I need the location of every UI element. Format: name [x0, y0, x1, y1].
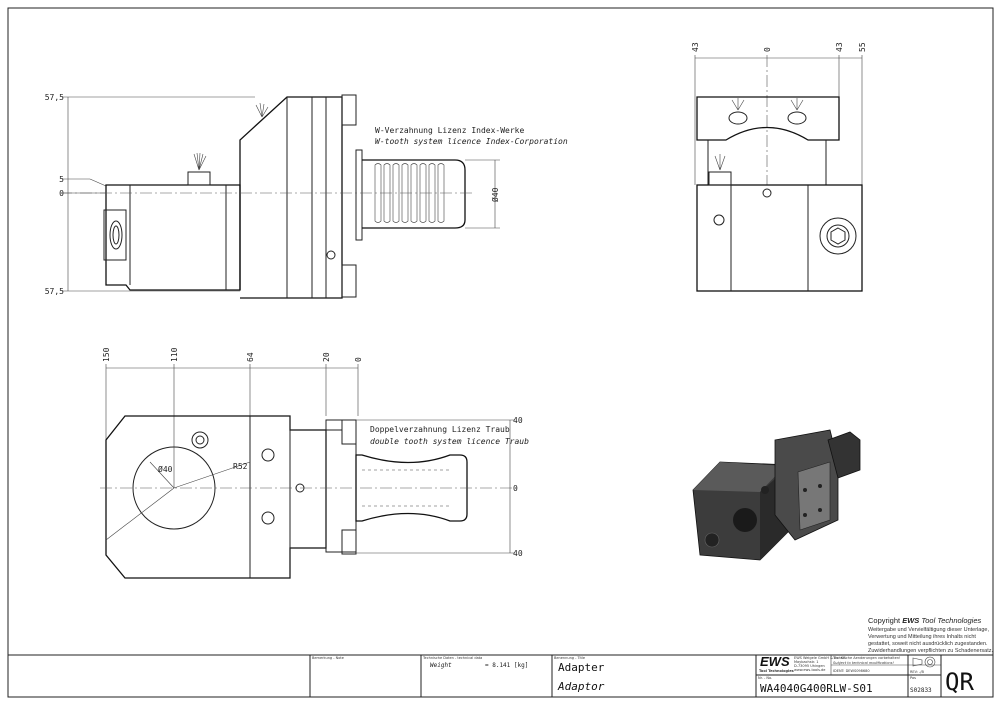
dim-43-left: 43: [691, 42, 700, 52]
company-line: EWS Weigele GmbH & Co. KG: [794, 656, 846, 660]
dim-5: 5: [59, 175, 64, 184]
company-line: www.ews-tools.de: [794, 668, 825, 672]
side-view: 57,5 5 0 57,5 Ø40 W-Verzahnung Lizenz In…: [45, 93, 568, 299]
dim-55: 55: [858, 42, 867, 52]
note-double-tooth-de: Doppelverzahnung Lizenz Traub: [370, 425, 510, 434]
tech-data-label: Technische Daten - technical data: [422, 656, 482, 660]
note-w-tooth-en: W-tooth system licence Index-Corporation: [375, 137, 568, 146]
front-view: 43 0 43 55: [691, 42, 867, 292]
copyright-line: Zuwiderhandlungen verpflichten zu Schade…: [868, 648, 994, 654]
qr-label: QR: [945, 668, 974, 696]
dim-43-right: 43: [835, 42, 844, 52]
dim-0-right: 0: [513, 484, 518, 493]
dim-57-5-bottom: 57,5: [45, 287, 64, 296]
copyright-notice: Copyright EWS Tool Technologies Weiterga…: [868, 616, 994, 654]
drawing-frame: [7, 7, 994, 698]
dim-bore-diameter: Ø40: [158, 464, 173, 474]
ews-logo-sub: Tool Technologies: [759, 669, 794, 673]
pos-label: Pos: [910, 676, 916, 680]
weight-label: Weight: [430, 662, 452, 669]
copyright-line: Weitergabe und Vervielfältigung dieser U…: [868, 627, 989, 633]
copyright-line: gestattet, soweit nicht ausdrücklich zug…: [868, 641, 988, 647]
weight-value: = 8.141 [kg]: [485, 662, 528, 669]
ews-logo: EWS: [760, 654, 790, 669]
dim-110: 110: [170, 347, 179, 362]
company-line: D-73095 Uhingen: [794, 664, 825, 668]
revision: REV: -/B: [910, 670, 924, 674]
title-block: Bemerkung - Note Technische Daten - tech…: [8, 654, 993, 697]
dim-57-5-top: 57,5: [45, 93, 64, 102]
title-label: Benennung - Title: [554, 656, 585, 660]
drawing-number: S02833: [910, 687, 932, 694]
dim-radius: R52: [233, 462, 248, 471]
ident: IDENT: DEWS098680: [833, 669, 870, 673]
change-note-de: Technische Aenderungen vorbehalten!: [832, 656, 900, 660]
company-line: Maybachstr. 1: [794, 660, 819, 664]
top-view: 150 110 64 20 0 Ø40 R52 40 0 40 Doppelve…: [100, 347, 529, 579]
remark-label: Bemerkung - Note: [312, 656, 344, 660]
dim-20: 20: [322, 352, 331, 362]
dim-40-bottom: 40: [513, 549, 523, 558]
isometric-view: [692, 429, 861, 561]
dim-0: 0: [59, 189, 64, 198]
dim-64: 64: [246, 352, 255, 362]
title-de: Adapter: [558, 661, 605, 674]
note-double-tooth-en: double tooth system licence Traub: [370, 437, 529, 446]
dim-diameter-40: Ø40: [490, 187, 500, 202]
part-number: WA4040G400RLW-S01: [760, 682, 873, 695]
copyright-title: Copyright EWS Tool Technologies: [868, 616, 982, 625]
copyright-line: Verwertung und Mitteilung ihres Inhalts …: [868, 634, 976, 640]
number-label: Nr. - No.: [758, 676, 772, 680]
change-note-en: Subject to technical modifications!: [833, 661, 894, 665]
projection-symbol-icon: [912, 656, 936, 668]
title-en: Adaptor: [557, 680, 605, 693]
dim-0: 0: [354, 357, 363, 362]
dim-0: 0: [763, 47, 772, 52]
note-w-tooth-de: W-Verzahnung Lizenz Index-Werke: [375, 126, 524, 135]
dim-40-top: 40: [513, 416, 523, 425]
dim-150: 150: [102, 347, 111, 362]
